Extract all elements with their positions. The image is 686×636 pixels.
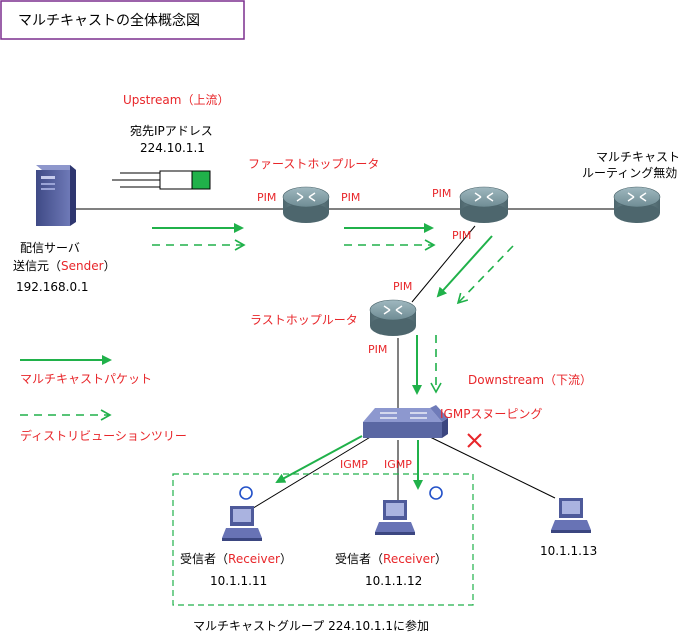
router-no-routing-icon [613,186,661,223]
receiver-label: 受信者（Receiver） [180,552,292,566]
link-core-lasthop [411,225,476,303]
blocked-x-icon [467,433,482,448]
server-ip: 192.168.0.1 [16,280,89,294]
pc-icon [222,506,262,541]
igmp-label: IGMP [340,458,368,471]
pim-label: PIM [257,191,276,204]
igmp-label: IGMP [384,458,412,471]
igmp-snooping-label: IGMPスヌーピング [440,407,542,421]
downstream-label: Downstream（下流） [468,373,592,387]
upstream-label: Upstream（上流） [123,93,229,107]
distribution-tree-arrow [456,245,514,305]
legend-distribution-tree: ディストリビューションツリー [20,428,187,443]
router-last-hop-icon [369,299,417,336]
server-icon [36,165,76,226]
receiver-ip: 10.1.1.12 [365,574,422,588]
pc-icon [375,500,415,535]
group-label: マルチキャストグループ 224.10.1.1に参加 [193,618,429,633]
legend: マルチキャストパケット ディストリビューションツリー [20,355,187,443]
dest-ip-label: 宛先IPアドレス [130,123,213,138]
legend-multicast-packet: マルチキャストパケット [20,372,152,386]
link-switch-pc1 [249,435,373,511]
switch-icon [363,405,448,438]
first-hop-label: ファーストホップルータ [248,157,379,171]
last-hop-label: ラストホップルータ [250,313,358,327]
title-box: マルチキャストの全体概念図 [0,0,245,40]
pim-label: PIM [452,229,471,242]
no-routing-label-2: ルーティング無効 [582,165,677,180]
multicast-packet-arrow [436,235,493,298]
pim-label: PIM [368,343,387,356]
dest-ip: 224.10.1.1 [140,141,205,155]
multicast-packet-arrow [275,435,363,483]
receiver-label: 受信者（Receiver） [335,552,447,566]
packet-icon [112,170,211,190]
no-routing-label-1: マルチキャスト [596,150,680,164]
receiver-ip: 10.1.1.11 [210,574,267,588]
sender-label: 送信元（Sender） [13,258,116,273]
pim-label: PIM [432,187,451,200]
link-switch-pc3 [427,435,556,499]
server-label: 配信サーバ [20,241,80,255]
diagram-title: マルチキャストの全体概念図 [18,12,200,29]
pim-label: PIM [393,280,412,293]
join-circle-icon [239,486,253,500]
multicast-group-box [172,473,474,606]
pc-icon [551,498,591,533]
join-circle-icon [429,486,443,500]
pim-label: PIM [341,191,360,204]
links [76,208,614,511]
router-first-hop-icon [282,186,330,223]
receiver-ip: 10.1.1.13 [540,544,597,558]
router-core-icon [459,186,509,223]
